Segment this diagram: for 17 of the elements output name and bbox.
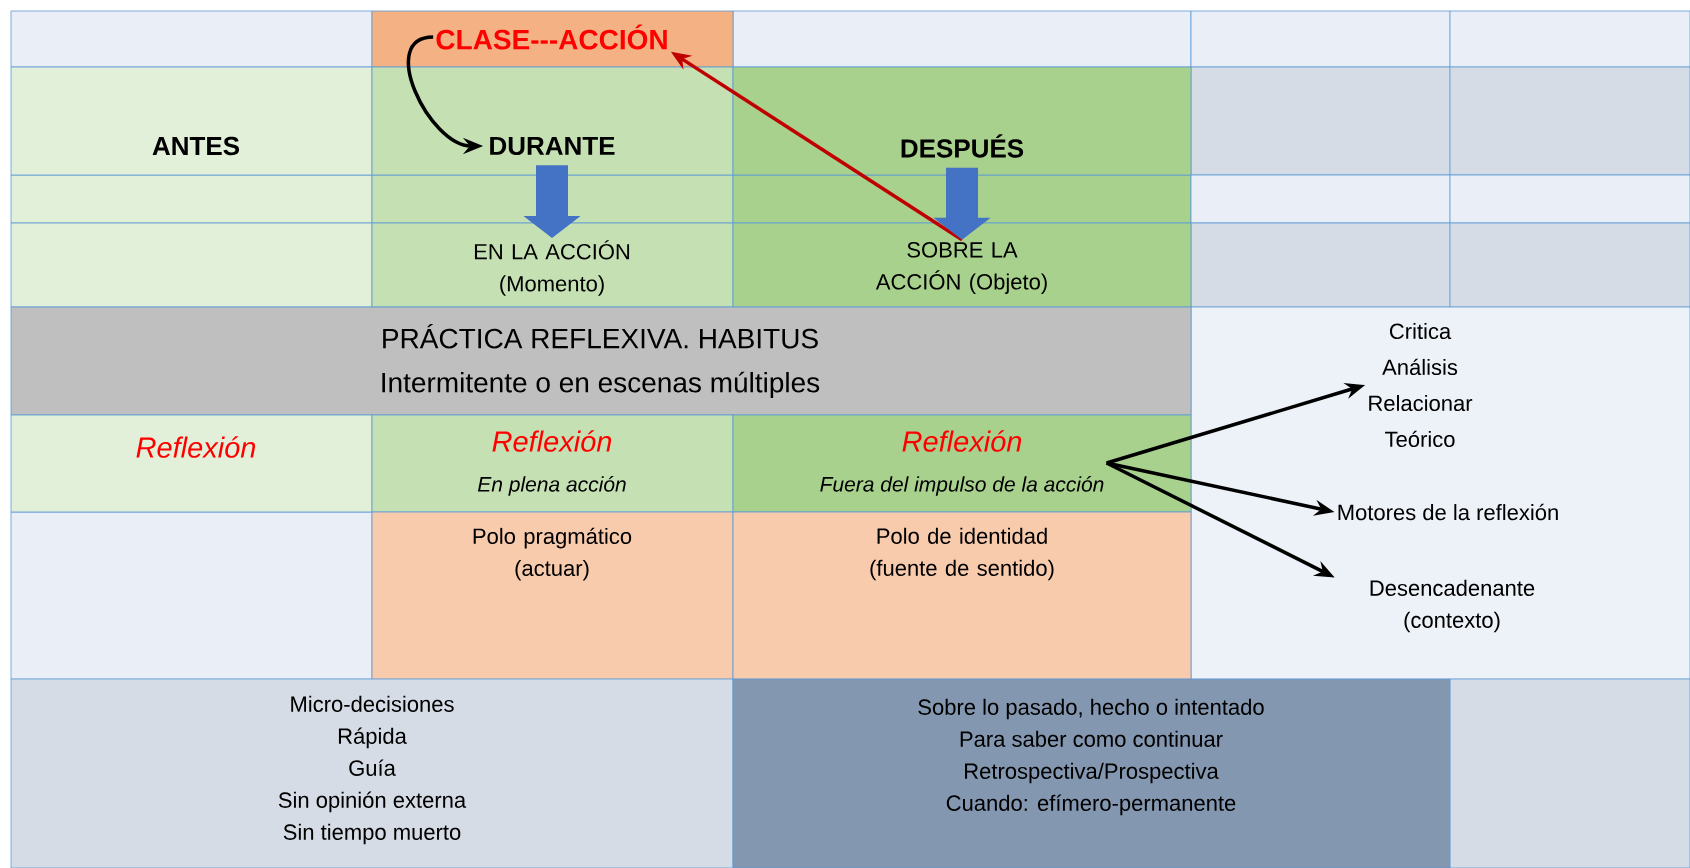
cell-text: Polo de identidad (fuente de sentido) bbox=[870, 527, 1054, 581]
cell-text: Reflexión En plena acción bbox=[477, 430, 626, 496]
annotation-text: Desencadenante (contexto) bbox=[1370, 579, 1535, 633]
cell-text: EN LA ACCIÓN (Momento) bbox=[474, 240, 630, 296]
cell-text: CLASE---ACCIÓN bbox=[436, 24, 667, 50]
cell-text: Reflexión Fuera del impulso de la acción bbox=[820, 430, 1104, 496]
cell-text: PRÁCTICA REFLEXIVA. HABITUS Intermitente o en escenas múltiples bbox=[382, 323, 820, 399]
cell-text: DESPUÉS bbox=[901, 134, 1024, 158]
annotation-text: Critica Análisis Relacionar Teórico bbox=[1369, 322, 1473, 448]
cell-text: Micro-decisiones Rápida Guía Sin opinión externa Sin tiempo muerto bbox=[278, 695, 467, 845]
cell-text: DURANTE bbox=[490, 136, 615, 156]
cell-text: Reflexión bbox=[136, 436, 256, 458]
cell-text: Sobre lo pasado, hecho o intentado Para saber como continuar Retrospectiva/Prospectiva Cuando: efímero-permanente bbox=[918, 698, 1264, 816]
cell-text: Polo pragmático (actuar) bbox=[473, 527, 632, 581]
cell-text: ANTES bbox=[152, 136, 240, 156]
cell-text: SOBRE LA ACCIÓN (Objeto) bbox=[875, 242, 1047, 294]
annotation-text: Motores de la reflexión bbox=[1338, 503, 1558, 521]
